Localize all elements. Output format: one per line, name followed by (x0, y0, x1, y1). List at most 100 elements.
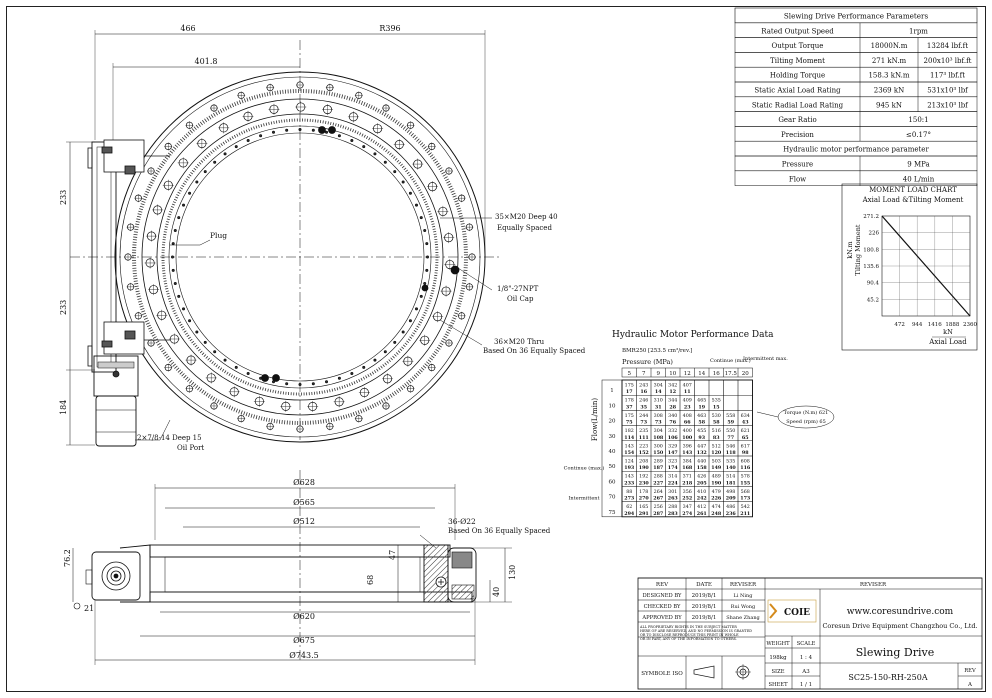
gear-tooth-mark (195, 330, 199, 334)
hmpd-speed-cell: 242 (697, 496, 707, 502)
perf-row-value-imperial: 213x10³ lbf (927, 101, 969, 109)
top-view-annotations: 466 R396 401.8 233 233 184 Plug 35×M20 D… (59, 24, 586, 452)
hmpd-speed-cell: 11 (684, 389, 691, 395)
tb-approved-by: APPROVED BY (641, 615, 682, 621)
hmpd-torque-cell: 314 (668, 474, 677, 480)
gear-tooth-mark (213, 350, 217, 354)
company-website: www.coresundrive.com (847, 607, 954, 617)
hmpd-torque-cell: 568 (741, 489, 750, 495)
gear-tooth-mark (173, 282, 177, 286)
tb-size-header: SIZE (772, 669, 785, 675)
hmpd-flow-header: 10 (609, 403, 616, 409)
side-view-annotations: Ø628 Ø565 Ø512 Ø620 Ø675 Ø743.5 36-Ø22 B… (63, 478, 551, 660)
hmpd-flow-label: Flow(L/min) (591, 398, 599, 441)
gear-tooth-mark (408, 319, 412, 323)
tb-sheet-header: SHEET (768, 682, 788, 688)
hmpd-torque-cell: 235 (639, 428, 648, 434)
gear-tooth-mark (285, 128, 289, 132)
tb-scale-header: SCALE (797, 641, 816, 647)
hmpd-torque-cell: 175 (625, 413, 634, 419)
hmpd-speed-cell: 218 (682, 480, 693, 486)
hmpd-continue-label: Continue (max.) (710, 357, 751, 364)
moment-chart-ytick: 90.4 (867, 281, 880, 287)
tb-sheet: 1 / 1 (800, 682, 812, 688)
dim-d620: Ø620 (293, 612, 315, 621)
moment-chart-ylabel: Tilting Moment (854, 224, 862, 275)
gear-tooth-mark (298, 127, 302, 131)
company-logo-text: COIE (784, 608, 810, 618)
hmpd-speed-cell: 15 (713, 404, 720, 410)
hmpd-speed-cell: 287 (653, 511, 663, 517)
hmpd-speed-cell: 224 (668, 480, 679, 486)
hmpd-flow-header: 75 (609, 510, 616, 516)
gear-tooth-mark (350, 371, 354, 375)
hmpd-torque-cell: 371 (683, 474, 692, 480)
hmpd-torque-cell: 332 (668, 428, 677, 434)
hmpd-speed-cell: 274 (682, 511, 693, 517)
perf-row-value-imperial: 117³ lbf.ft (930, 72, 965, 80)
gear-tooth-mark (170, 255, 174, 259)
gear-tooth-mark (337, 134, 341, 138)
gear-tooth-mark (337, 376, 341, 380)
hmpd-speed-cell: 98 (742, 450, 749, 456)
hmpd-speed-cell: 77 (727, 435, 734, 441)
tb-scale: 1 : 4 (800, 655, 813, 661)
hmpd-speed-cell: 154 (624, 450, 635, 456)
moment-chart-xtick: 2360 (963, 322, 977, 328)
hmpd-torque-cell: 165 (639, 504, 648, 510)
hmpd-torque-cell: 323 (668, 459, 677, 465)
hmpd-speed-cell: 58 (698, 420, 705, 426)
gear-tooth-mark (213, 160, 217, 164)
hydraulic-row-label: Flow (789, 175, 806, 183)
gear-tooth-mark (171, 268, 175, 272)
perf-row-value: 18000N.m (871, 42, 908, 50)
hmpd-speed-cell: 236 (726, 511, 737, 517)
hmpd-speed-cell: 233 (624, 480, 635, 486)
hmpd-speed-cell: 140 (726, 465, 737, 471)
hydraulic-table-title: Hydraulic motor performance parameter (783, 146, 929, 154)
hmpd-speed-cell: 108 (653, 435, 664, 441)
perf-row-value: 271 kN.m (872, 57, 907, 65)
tb-weight: 198kg (769, 655, 787, 661)
hmpd-speed-cell: 230 (639, 480, 650, 486)
note-36m20-line2: Based On 36 Equally Spaced (483, 347, 586, 355)
hmpd-flow-header: 50 (609, 464, 616, 470)
moment-chart-ytick: 226 (869, 231, 880, 237)
hmpd-torque-cell: 243 (639, 383, 648, 389)
hmpd-torque-cell: 143 (625, 474, 634, 480)
hmpd-torque-cell: 175 (625, 383, 634, 389)
perf-row-value-imperial: 200x10³ lbf.ft (924, 57, 972, 65)
hmpd-speed-cell: 261 (697, 511, 707, 517)
gear-tooth-mark (234, 365, 238, 369)
tb-rights-4: OR IN PART, ANY OF THE INFORMATION TO OT… (640, 637, 737, 641)
perf-row-value: ≤0.17° (906, 131, 931, 139)
hmpd-speed-cell: 173 (740, 496, 751, 502)
perf-table-title: Slewing Drive Performance Parameters (784, 12, 929, 21)
hmpd-speed-cell: 83 (713, 435, 720, 441)
hmpd-pressure-header: 16 (713, 371, 720, 377)
moment-chart-xtick: 1416 (928, 322, 942, 328)
hmpd-torque-cell: 410 (697, 489, 706, 495)
hmpd-speed-cell: 16 (640, 389, 647, 395)
hmpd-torque-cell: 558 (726, 413, 735, 419)
hmpd-speed-cell: 190 (711, 480, 722, 486)
drawing-number: SC25-150-RH-250A (848, 673, 927, 682)
moment-chart-xlabel: Axial Load (928, 338, 967, 346)
hmpd-torque-cell: 208 (639, 459, 648, 465)
moment-load-limit-line (881, 215, 971, 317)
gear-tooth-mark (401, 180, 405, 184)
hmpd-speed-cell: 111 (639, 435, 649, 441)
hmpd-speed-cell: 294 (624, 511, 635, 517)
drawing-title: Slewing Drive (856, 646, 934, 659)
hmpd-torque-cell: 288 (668, 504, 677, 510)
gear-tooth-mark (362, 365, 366, 369)
hmpd-torque-cell: 304 (654, 383, 663, 389)
dim-184: 184 (59, 400, 68, 415)
hmpd-torque-cell: 455 (697, 428, 706, 434)
tb-rights-1: ALL PROPRIETARY RIGHTS IN THE SUBJECT MA… (639, 625, 737, 629)
gear-tooth-mark (325, 130, 329, 134)
dim-233-lower: 233 (59, 300, 68, 315)
hmpd-pressure-header: 20 (742, 371, 749, 377)
